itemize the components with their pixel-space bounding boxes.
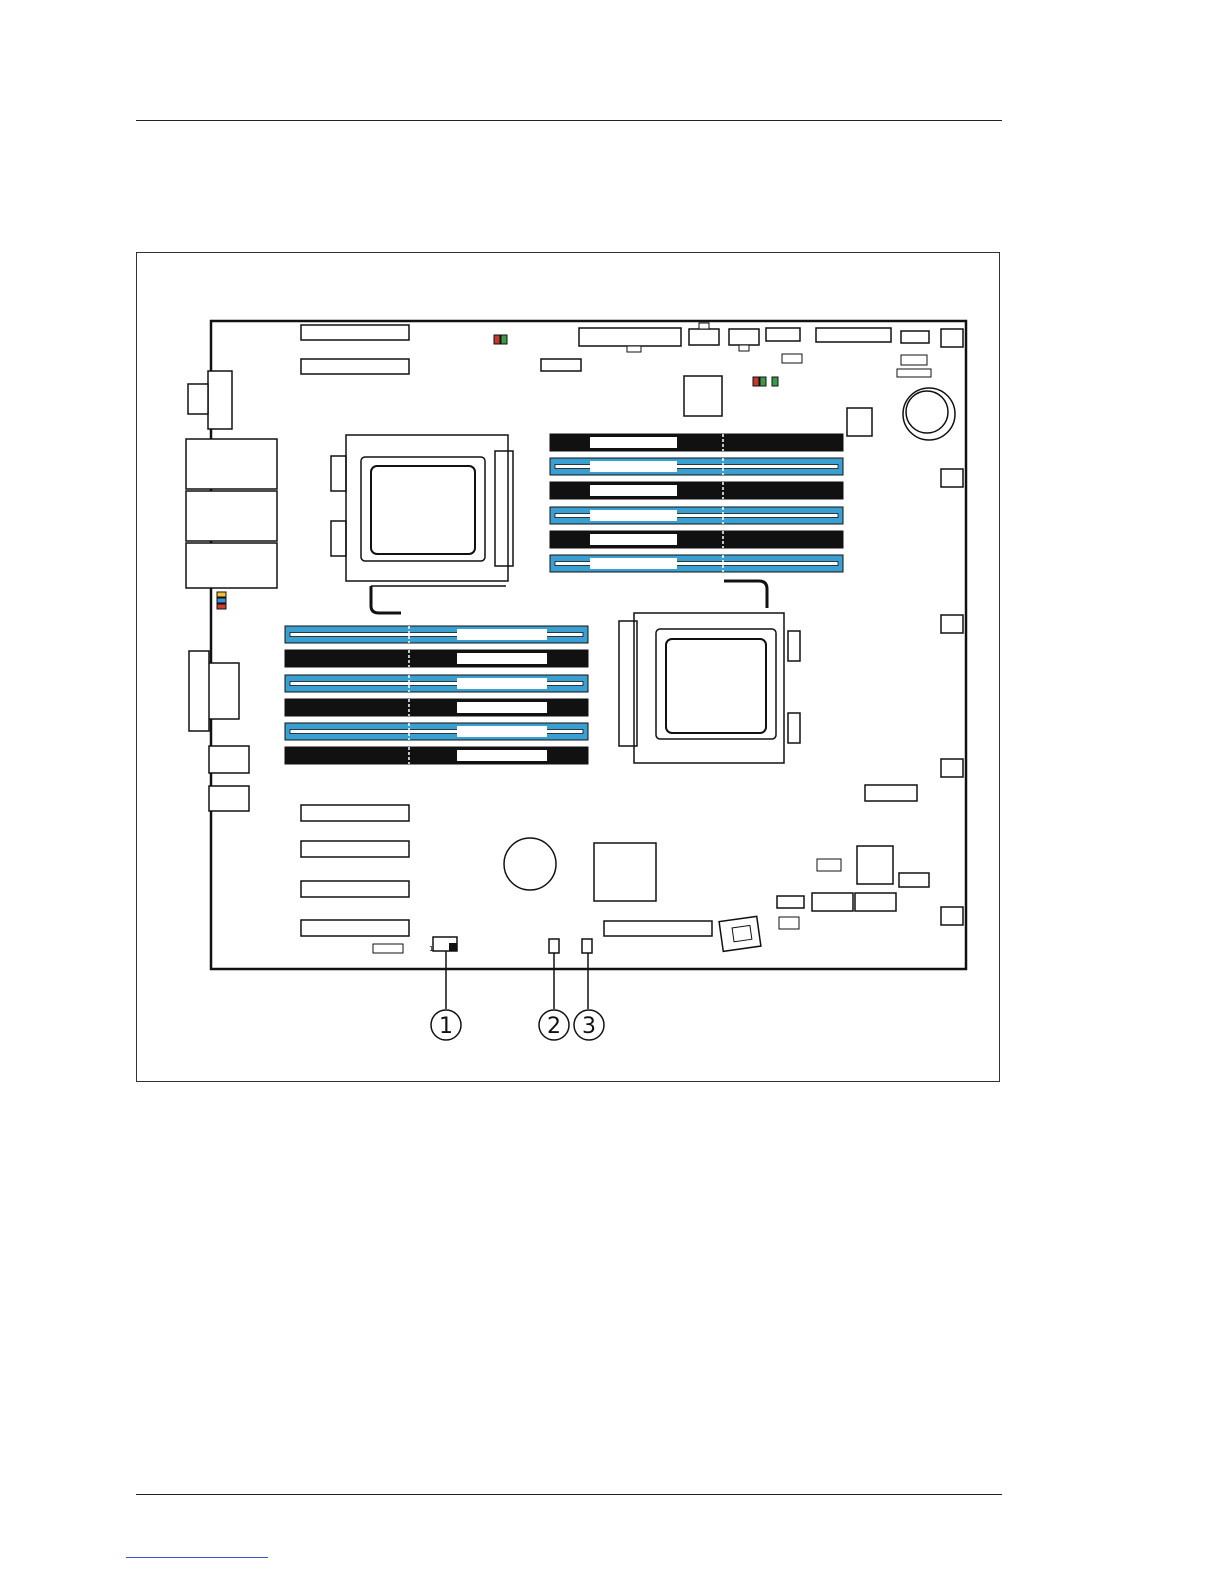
connector (817, 859, 841, 871)
dimm-slot (550, 434, 843, 451)
dimm-slot (285, 650, 588, 667)
connector (782, 354, 802, 363)
power-connector (689, 329, 719, 345)
header-rule (136, 120, 1002, 121)
cpu-socket-2 (619, 581, 800, 763)
svg-text:2: 2 (547, 1014, 561, 1039)
led-yellow (217, 592, 226, 597)
rear-io (186, 371, 277, 811)
ide-connector (816, 328, 891, 342)
led-green (501, 335, 507, 344)
expansion-slots (301, 805, 409, 936)
jumper-1: 1 (429, 937, 457, 953)
power-connector (729, 329, 759, 345)
chip (684, 376, 722, 416)
figure-frame: 1 1 2 3 (136, 252, 1000, 1082)
dimm-slot (285, 699, 588, 716)
connector (901, 331, 929, 343)
dimm-slot (550, 507, 843, 524)
callout-2: 2 (539, 1010, 569, 1040)
chip (847, 408, 872, 436)
dimm-slot (550, 555, 843, 572)
dimm-bank-left (285, 626, 588, 764)
header-slot (301, 359, 409, 374)
sata-port (855, 893, 896, 911)
led-green (760, 377, 766, 386)
slot (604, 921, 712, 936)
chipset-round (504, 838, 556, 890)
led-green (772, 377, 778, 386)
callout-1: 1 (431, 1010, 461, 1040)
jumper-2 (549, 939, 559, 953)
connector (777, 896, 804, 908)
connector (897, 369, 931, 377)
dimm-slot (550, 482, 843, 499)
jumper-header (865, 785, 917, 801)
connector (899, 873, 929, 887)
motherboard-diagram: 1 1 2 3 (137, 253, 999, 1081)
connector (541, 359, 581, 371)
jumper-3 (582, 939, 592, 953)
chipset (594, 843, 656, 901)
svg-text:3: 3 (582, 1014, 596, 1039)
footer-link-underline (126, 1557, 268, 1558)
footer-rule (136, 1494, 1002, 1495)
chip (857, 846, 893, 884)
dimm-slot (285, 675, 588, 692)
power-connector (579, 328, 681, 346)
rotated-connector (719, 916, 761, 951)
dimm-slot (550, 531, 843, 548)
callout-3: 3 (574, 1010, 604, 1040)
cpu-socket-1 (331, 435, 513, 613)
pin-1-marker: 1 (429, 945, 433, 953)
led-red (494, 335, 500, 344)
led-blue (217, 598, 226, 603)
led-red (753, 377, 759, 386)
connector (779, 917, 799, 929)
svg-text:1: 1 (439, 1014, 453, 1039)
dimm-bank-right (550, 434, 843, 572)
dimm-slot (285, 723, 588, 740)
dimm-slot (285, 626, 588, 643)
connector (373, 944, 403, 953)
sata-port (812, 893, 853, 911)
led-red (217, 604, 226, 609)
connector (901, 355, 927, 365)
connector (766, 328, 800, 341)
header-slot (301, 325, 409, 340)
dimm-slot (285, 747, 588, 764)
dimm-slot (550, 458, 843, 475)
